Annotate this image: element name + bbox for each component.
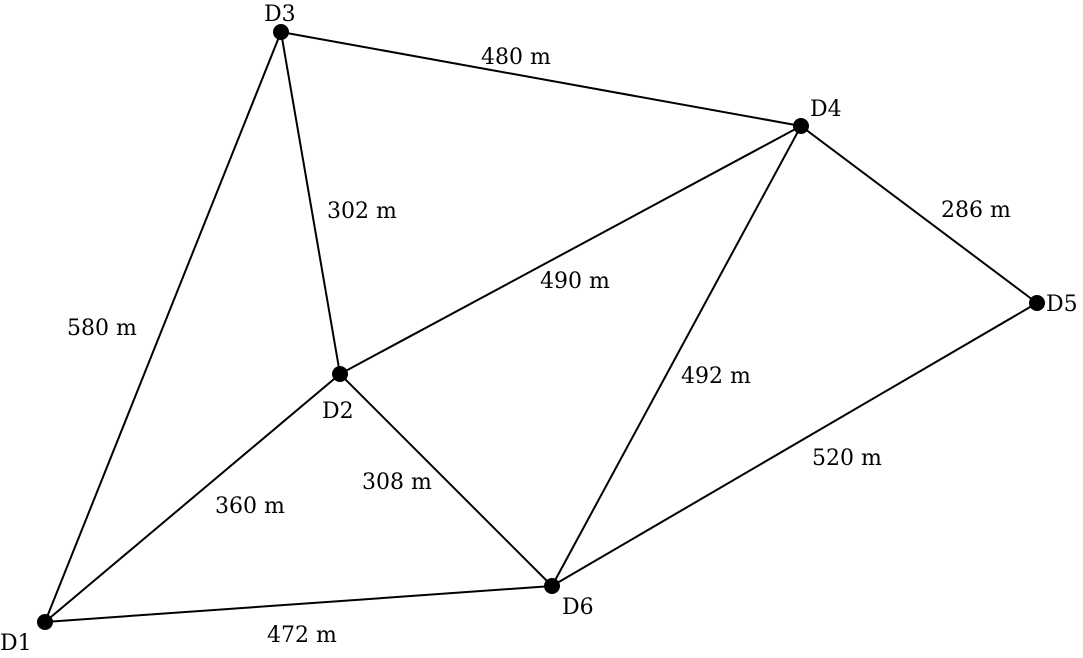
node-d3 xyxy=(273,24,289,40)
edge-label-d2-d1: 360 m xyxy=(215,494,285,519)
edge-label-d4-d6: 492 m xyxy=(681,364,751,389)
edge-label-d2-d4: 490 m xyxy=(540,269,610,294)
edge-labels: 480 m 302 m 580 m 490 m 286 m 492 m 360 … xyxy=(67,45,1011,648)
edge-label-d5-d6: 520 m xyxy=(812,446,882,471)
node-label-d2: D2 xyxy=(322,399,354,424)
node-label-d4: D4 xyxy=(810,97,842,122)
node-label-d5: D5 xyxy=(1046,292,1078,317)
nodes xyxy=(37,24,1045,630)
edge-d2-d4 xyxy=(339,125,802,375)
edge-d1-d6 xyxy=(44,585,553,623)
edge-d4-d5 xyxy=(800,125,1038,304)
edge-label-d3-d4: 480 m xyxy=(481,45,551,70)
edge-d4-d6 xyxy=(551,125,802,587)
edge-d3-d4 xyxy=(280,31,802,127)
edge-label-d3-d1: 580 m xyxy=(67,316,137,341)
edge-d3-d2 xyxy=(280,31,341,375)
edge-d3-d1 xyxy=(44,31,282,623)
edge-label-d3-d2: 302 m xyxy=(327,199,397,224)
node-label-d1: D1 xyxy=(0,631,32,656)
edge-label-d4-d5: 286 m xyxy=(941,198,1011,223)
edges xyxy=(44,31,1038,623)
node-d5 xyxy=(1029,295,1045,311)
edge-label-d1-d6: 472 m xyxy=(267,623,337,648)
node-label-d3: D3 xyxy=(264,2,296,27)
edge-label-d2-d6: 308 m xyxy=(362,470,432,495)
edge-d2-d6 xyxy=(339,373,553,587)
node-d6 xyxy=(544,578,560,594)
edge-d5-d6 xyxy=(551,302,1038,587)
node-d2 xyxy=(332,366,348,382)
node-label-d6: D6 xyxy=(562,595,594,620)
node-d4 xyxy=(793,118,809,134)
edge-d2-d1 xyxy=(44,373,341,623)
node-d1 xyxy=(37,614,53,630)
